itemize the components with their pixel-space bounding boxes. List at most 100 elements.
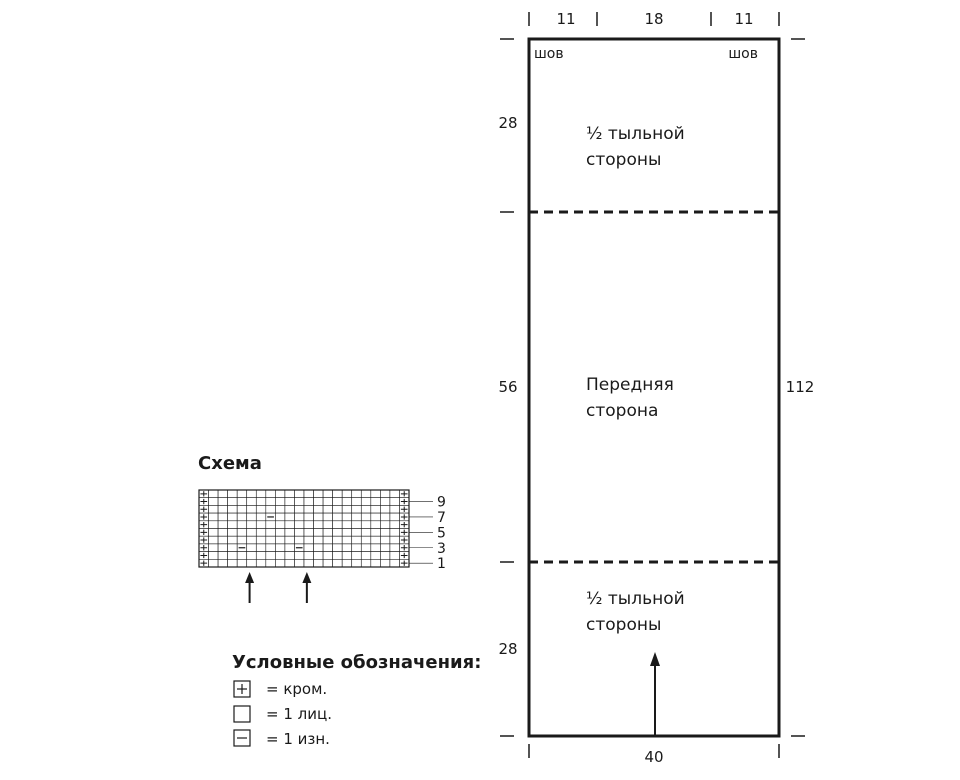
- chart-cell: [294, 497, 305, 506]
- chart-cell: [294, 535, 305, 545]
- chart-cell: [246, 520, 257, 529]
- chart-cell: [313, 512, 324, 522]
- chart-cell: [217, 520, 228, 529]
- edge-stitch-icon: [400, 491, 408, 497]
- chart-cell: [389, 497, 400, 506]
- chart-cell: [322, 535, 333, 545]
- chart-cell: [332, 535, 343, 545]
- chart-cell: [275, 535, 286, 545]
- chart-cell: [227, 520, 238, 529]
- section-bottom-line1: ½ тыльной: [586, 589, 685, 609]
- chart-cell: [380, 528, 391, 537]
- edge-stitch-icon: [400, 552, 408, 559]
- chart-cell: [313, 505, 324, 514]
- chart-cell: [322, 543, 333, 552]
- chart-cell: [227, 535, 238, 545]
- chart-cell: [360, 551, 372, 560]
- chart-cell: [322, 520, 333, 529]
- chart-cell: [255, 551, 267, 560]
- chart-cell: [380, 558, 391, 568]
- chart-cell: [217, 551, 228, 560]
- top-dimension-left: 11: [556, 10, 575, 28]
- bottom-dimension-ticks: [528, 744, 780, 758]
- edge-stitch-icon: [400, 529, 408, 536]
- chart-cell: [332, 551, 343, 560]
- chart-cell: [217, 543, 228, 552]
- chart-cell: [303, 528, 314, 537]
- chart-cell: [389, 489, 400, 498]
- chart-cell: [265, 535, 276, 545]
- chart-cell: [255, 512, 267, 522]
- chart-cell: [303, 512, 314, 522]
- chart-cell: [208, 505, 219, 514]
- legend-item-purl: = 1 изн.: [233, 729, 330, 748]
- chart-cell: [332, 512, 343, 522]
- chart-cell: [341, 497, 353, 506]
- chart-cell: [246, 535, 257, 545]
- chart-cell: [389, 543, 400, 552]
- chart-cell: [227, 489, 238, 498]
- chart-cell: [275, 512, 286, 522]
- chart-cell: [265, 528, 276, 537]
- chart-cell: [284, 505, 295, 514]
- chart-cell: [370, 543, 381, 552]
- chart-cell: [341, 520, 353, 529]
- chart-cell: [284, 558, 295, 568]
- chart-cell: [236, 558, 248, 568]
- chart-cell: [255, 520, 267, 529]
- chart-cell: [322, 489, 333, 498]
- chart-cell: [255, 505, 267, 514]
- chart-cell: [370, 551, 381, 560]
- edge-stitch-icon: [200, 521, 208, 528]
- top-dimension-right: 11: [734, 10, 753, 28]
- chart-cell: [246, 551, 257, 560]
- chart-cell: [275, 558, 286, 568]
- chart-cell: [303, 505, 314, 514]
- chart-cell: [360, 535, 372, 545]
- chart-cell: [341, 543, 353, 552]
- chart-cell: [208, 512, 219, 522]
- chart-cell: [246, 558, 257, 568]
- edge-stitch-icon: [200, 498, 208, 505]
- chart-cell: [246, 543, 257, 552]
- chart-cell: [275, 497, 286, 506]
- legend-label-edge: = кром.: [266, 680, 327, 698]
- repeat-arrowhead-icon: [245, 572, 255, 583]
- chart-cell: [246, 497, 257, 506]
- chart-cell: [322, 558, 333, 568]
- chart-cell: [246, 528, 257, 537]
- chart-cell: [351, 551, 362, 560]
- chart-cell: [380, 505, 391, 514]
- repeat-arrowhead-icon: [302, 572, 312, 583]
- chart-cell: [341, 489, 353, 498]
- chart-cell: [360, 512, 372, 522]
- chart-cell: [227, 497, 238, 506]
- section-front-line1: Передняя: [586, 375, 674, 395]
- chart-cell: [332, 520, 343, 529]
- chart-cell: [303, 520, 314, 529]
- chart-cell: [236, 497, 248, 506]
- chart-cell: [294, 505, 305, 514]
- knitting-direction-arrow-icon: [650, 652, 660, 736]
- chart-cell: [351, 558, 362, 568]
- chart-cell: [255, 489, 267, 498]
- chart-cell: [227, 558, 238, 568]
- chart-cell: [236, 520, 248, 529]
- section-top-line2: стороны: [586, 150, 661, 170]
- chart-cell: [208, 520, 219, 529]
- chart-cell: [217, 535, 228, 545]
- chart-cell: [227, 505, 238, 514]
- chart-cell: [303, 489, 314, 498]
- chart-cell: [255, 497, 267, 506]
- chart-cell: [284, 520, 295, 529]
- edge-stitch-icon: [400, 545, 408, 551]
- chart-cell: [208, 543, 219, 552]
- chart-cell: [227, 528, 238, 537]
- chart-cell: [389, 520, 400, 529]
- chart-cell: [294, 512, 305, 522]
- chart-cell: [208, 489, 219, 498]
- edge-stitch-icon: [400, 514, 408, 520]
- chart-cell: [294, 528, 305, 537]
